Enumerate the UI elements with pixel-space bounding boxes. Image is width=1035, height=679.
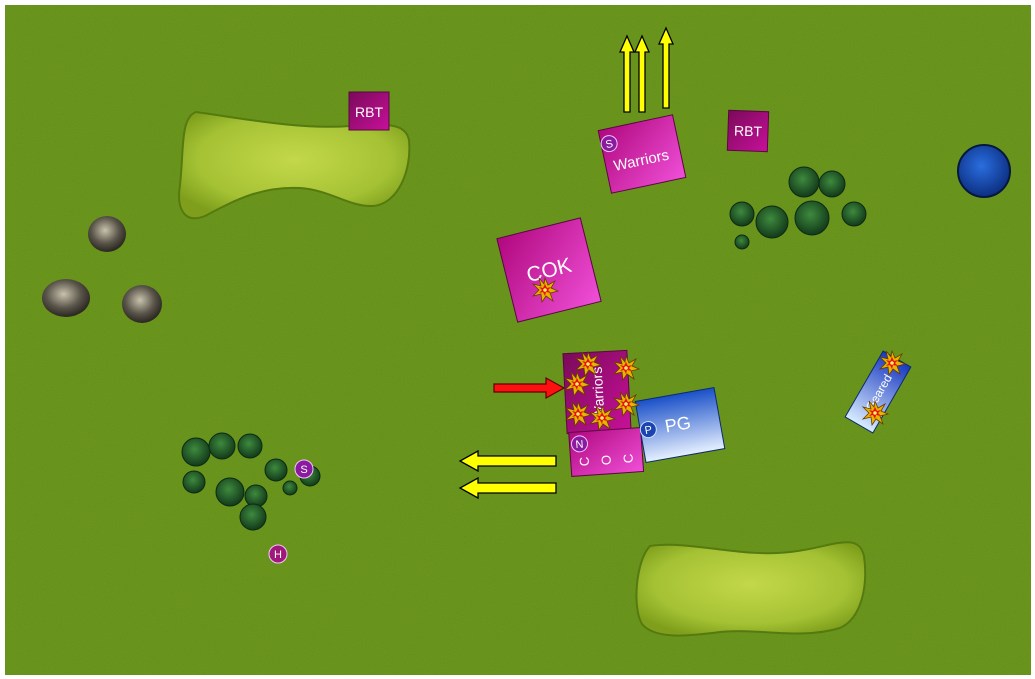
hill-bottom-right: [636, 542, 865, 635]
marker-s-forest-label: S: [300, 464, 307, 476]
unit-pg[interactable]: P PG: [635, 388, 725, 463]
unit-rbt-left[interactable]: RBT: [349, 92, 389, 130]
chariot-letter-1: C: [576, 456, 592, 466]
unit-chariots[interactable]: N C O C: [569, 428, 644, 477]
chariot-letter-3: C: [620, 453, 636, 463]
grass-field: [5, 5, 1031, 675]
marker-s-forest[interactable]: S: [295, 460, 313, 478]
marker-h[interactable]: H: [269, 545, 287, 563]
chariots-marker-label: N: [575, 439, 584, 452]
unit-rbt-left-label: RBT: [355, 104, 383, 120]
pond: [958, 145, 1010, 197]
unit-rbt-right[interactable]: RBT: [727, 110, 768, 151]
marker-h-label: H: [274, 549, 282, 561]
unit-rbt-right-label: RBT: [734, 123, 763, 140]
chariot-letter-2: O: [598, 454, 614, 465]
